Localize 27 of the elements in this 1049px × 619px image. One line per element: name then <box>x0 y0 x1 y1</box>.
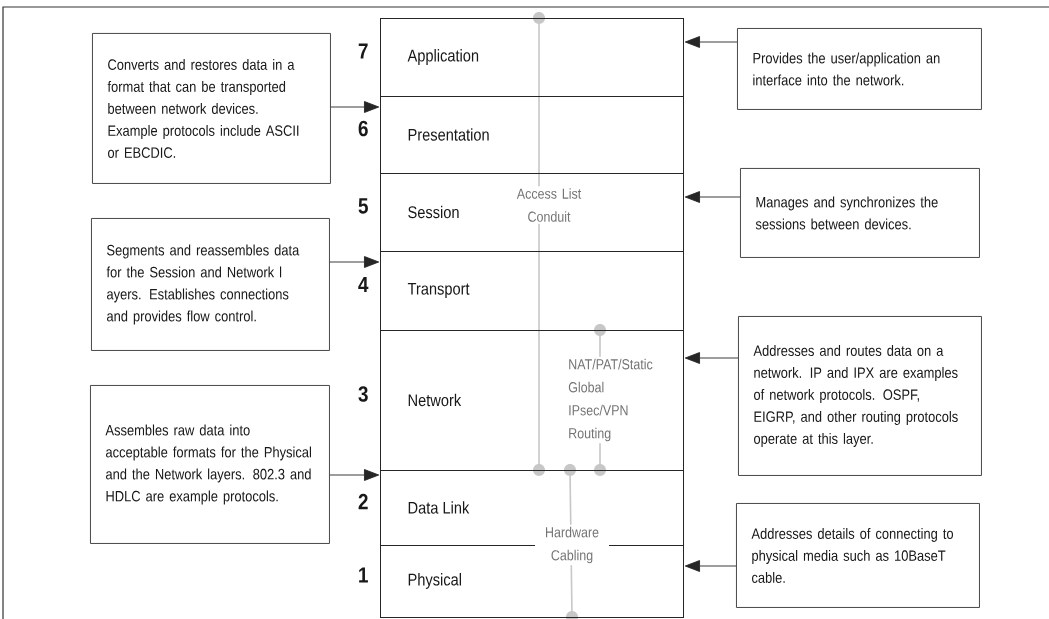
description-box: Addresses and routes data on a network. IP and IPX are examples of network protocols. OSPF, EIGRP, and other routing protocols operate at this layer. <box>738 316 982 476</box>
range-label: Hardware Cabling <box>535 524 609 566</box>
layer-box: Presentation <box>380 96 684 174</box>
description-box: Manages and synchronizes the sessions between devices. <box>740 168 980 258</box>
description-box: Provides the user/application an interface into the network. <box>737 28 982 110</box>
description-box: Converts and restores data in a format that can be transported between network devices. Example protocols include ASCII or EBCDIC. <box>92 33 331 184</box>
range-label: NAT/PAT/Static Global IPsec/VPN Routing <box>566 356 659 444</box>
layer-number: 1 <box>359 567 368 583</box>
layer-number: 5 <box>358 198 368 214</box>
arrow <box>329 469 380 481</box>
description-box: Assembles raw data into acceptable formats for the Physical and the Network layers. 802.3 and HDLC are example protocols. <box>90 385 330 544</box>
layer-number: 3 <box>358 386 368 402</box>
layer-number: 2 <box>358 493 368 510</box>
layer-number: 7 <box>358 43 368 59</box>
description-box: Addresses details of connecting to physical media such as 10BaseT cable. <box>736 503 980 608</box>
arrow <box>684 560 737 572</box>
arrow <box>684 36 738 48</box>
arrow <box>684 352 739 364</box>
arrow <box>330 101 380 113</box>
layer-box: Transport <box>380 251 684 331</box>
layer-number: 6 <box>358 120 368 137</box>
arrow <box>684 191 741 203</box>
arrow <box>329 256 380 268</box>
description-box: Segments and reassembles data for the Session and Network l ayers. Establishes connections and provides flow control. <box>91 218 330 351</box>
range-label: Access List Conduit <box>507 186 591 224</box>
layer-box: Application <box>380 18 684 97</box>
layer-number: 4 <box>358 276 369 293</box>
